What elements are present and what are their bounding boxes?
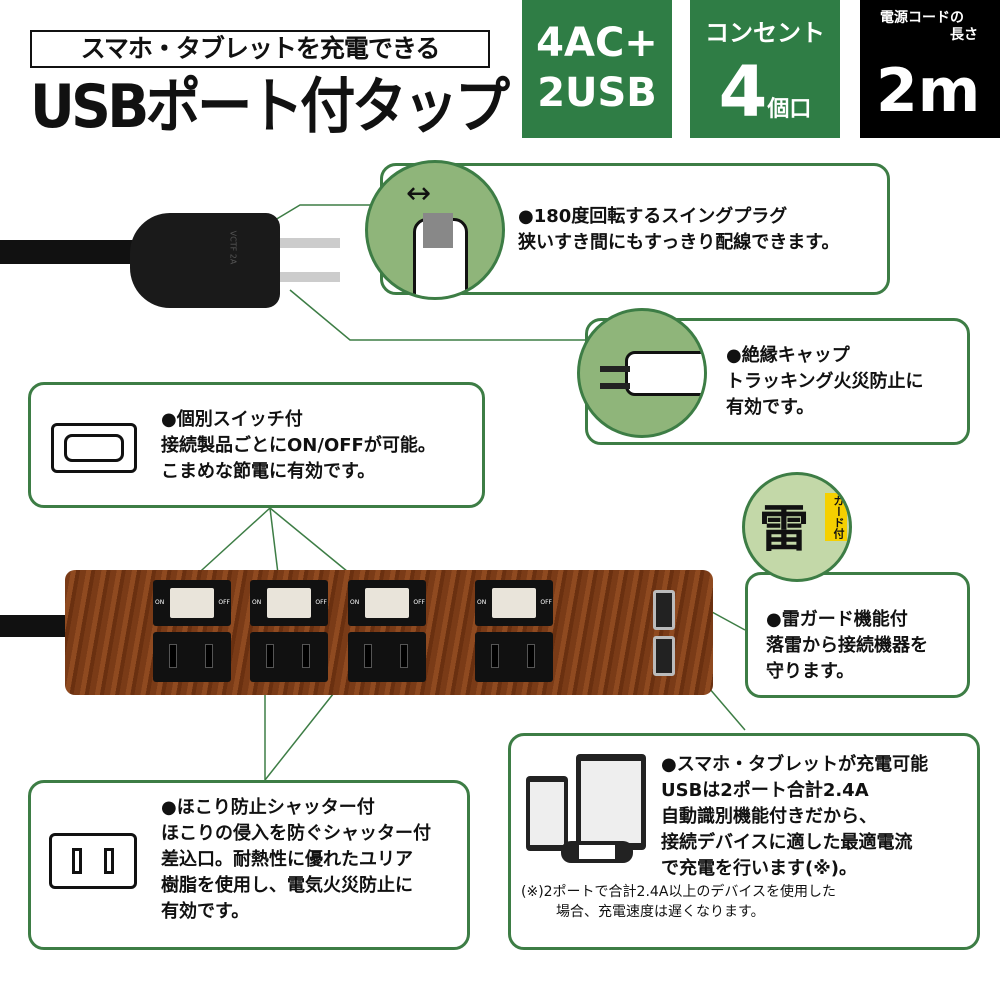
ac-outlet (250, 632, 328, 682)
feature-heading: ●個別スイッチ付 (161, 409, 303, 430)
plug-prong (280, 272, 340, 282)
footnote: (※)2ポートで合計2.4A以上のデバイスを使用した (521, 884, 836, 900)
callout-dust-shutter: ●ほこり防止シャッター付 ほこりの侵入を防ぐシャッター付 差込口。耐熱性に優れた… (28, 780, 470, 950)
footnote: 場合、充電速度は遅くなります。 (556, 904, 765, 920)
badge-4ac-2usb: 4AC+ 2USB (522, 0, 672, 138)
ac-outlet (153, 632, 231, 682)
switch-icon (51, 423, 137, 473)
callout-lightning-guard: ●雷ガード機能付 落雷から接続機器を 守ります。 (745, 572, 970, 698)
ac-outlet (475, 632, 553, 682)
badge-label: コンセント (705, 19, 825, 47)
badge-outlets: コンセント 4個口 (690, 0, 840, 138)
feature-text: で充電を行います(※)。 (661, 858, 857, 879)
callout-individual-switch: ●個別スイッチ付 接続製品ごとにON/OFFが可能。 こまめな節電に有効です。 (28, 382, 485, 508)
badge-label: 電源コードの (880, 10, 964, 26)
lightning-guard-badge: 雷 ガード付 (742, 472, 852, 582)
rotate-arrow-icon: ↔ (406, 176, 432, 211)
callout-usb-charging: ●スマホ・タブレットが充電可能 USBは2ポート合計2.4A 自動識別機能付きだ… (508, 733, 980, 950)
feature-heading: ●雷ガード機能付 (766, 609, 908, 630)
page-title: USBポート付タップ (30, 72, 510, 142)
lightning-kanji: 雷 (759, 500, 809, 558)
badge-line: 2USB (537, 70, 657, 116)
feature-text: 自動識別機能付きだから、 (661, 806, 877, 827)
insulation-cap-image (577, 308, 707, 438)
feature-text: 差込口。耐熱性に優れたユリア (161, 849, 413, 870)
outlet-icon (49, 833, 137, 889)
badge-line: 4AC+ (536, 20, 658, 66)
feature-text: USBは2ポート合計2.4A (661, 780, 869, 801)
feature-text: 狭いすき間にもすっきり配線できます。 (518, 232, 840, 253)
feature-text: こまめな節電に有効です。 (161, 461, 376, 482)
swing-plug: VCTF 2A (130, 213, 280, 308)
game-console-icon (561, 841, 633, 863)
feature-text: 樹脂を使用し、電気火災防止に (161, 875, 413, 896)
badge-unit: 個口 (767, 97, 812, 122)
feature-heading: ●絶縁キャップ (726, 345, 850, 366)
feature-text: 有効です。 (161, 901, 250, 922)
feature-text: 接続製品ごとにON/OFFが可能。 (161, 435, 436, 456)
plug-marking: VCTF 2A (228, 230, 238, 265)
badge-label: 長さ (950, 27, 978, 43)
tablet-icon (576, 754, 646, 850)
badge-number: 4 (718, 51, 768, 133)
tagline: スマホ・タブレットを充電できる (30, 30, 490, 68)
ac-outlet (348, 632, 426, 682)
badge-cord-length: 電源コードの 長さ 2m (860, 0, 1000, 138)
feature-text: 守ります。 (766, 661, 855, 682)
usb-port (653, 636, 675, 676)
swing-plug-image: ↔ (365, 160, 505, 300)
feature-text: 接続デバイスに適した最適電流 (661, 832, 913, 853)
feature-heading: ●180度回転するスイングプラグ (518, 206, 788, 227)
usb-port (653, 590, 675, 630)
lightning-bolt-icon: ガード付 (825, 493, 847, 541)
feature-heading: ●ほこり防止シャッター付 (161, 797, 375, 818)
power-cord (0, 240, 140, 264)
feature-text: ほこりの侵入を防ぐシャッター付 (161, 823, 431, 844)
feature-text: トラッキング火災防止に (726, 371, 924, 392)
smartphone-icon (526, 776, 568, 851)
plug-prong (280, 238, 340, 248)
feature-text: 落雷から接続機器を (766, 635, 928, 656)
strip-cord (0, 615, 70, 637)
badge-number: 2m (876, 56, 981, 126)
feature-heading: ●スマホ・タブレットが充電可能 (661, 754, 929, 775)
feature-text: 有効です。 (726, 397, 815, 418)
